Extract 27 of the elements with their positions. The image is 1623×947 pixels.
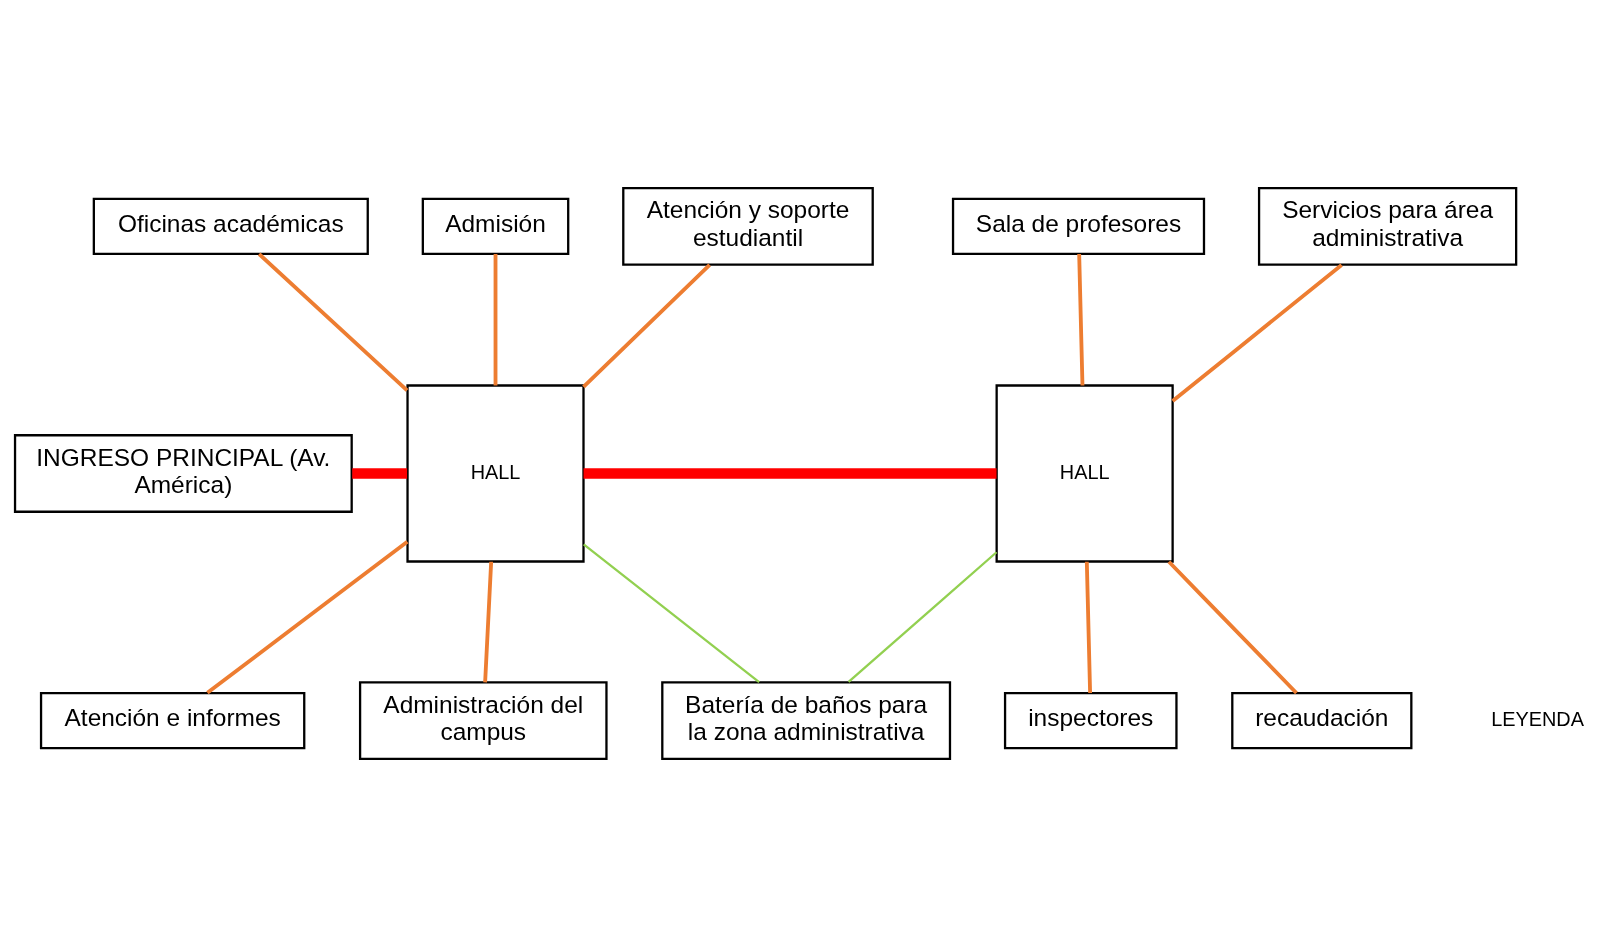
connector [352,468,408,479]
connector [583,543,760,684]
connector [582,263,711,389]
node-box: inspectores [1003,691,1178,750]
connector [1077,254,1085,386]
node-box: Atención e informes [39,691,306,750]
node-box: Admisión [421,197,570,256]
connector [1084,561,1092,693]
connector [206,540,409,695]
connector [493,254,498,386]
connector [257,252,409,392]
connector [847,551,998,683]
node-box: Administración del campus [358,681,608,761]
node-box: INGRESO PRINCIPAL (Av. América) [13,434,353,513]
node-box: recaudación [1231,691,1413,750]
connector [483,561,494,683]
node-box: Servicios para área administrativa [1257,186,1518,266]
node-box: HALL [406,384,585,563]
label: LEYENDA [1491,707,1584,730]
node-box: Batería de baños para la zona administrativa [661,681,952,761]
node-box: Sala de profesores [951,197,1206,256]
connector [1171,263,1343,403]
connector [1167,560,1298,695]
connector [583,468,997,479]
node-box: Oficinas académicas [92,197,369,256]
node-box: HALL [995,384,1174,563]
node-box: Atención y soporte estudiantil [622,186,874,266]
